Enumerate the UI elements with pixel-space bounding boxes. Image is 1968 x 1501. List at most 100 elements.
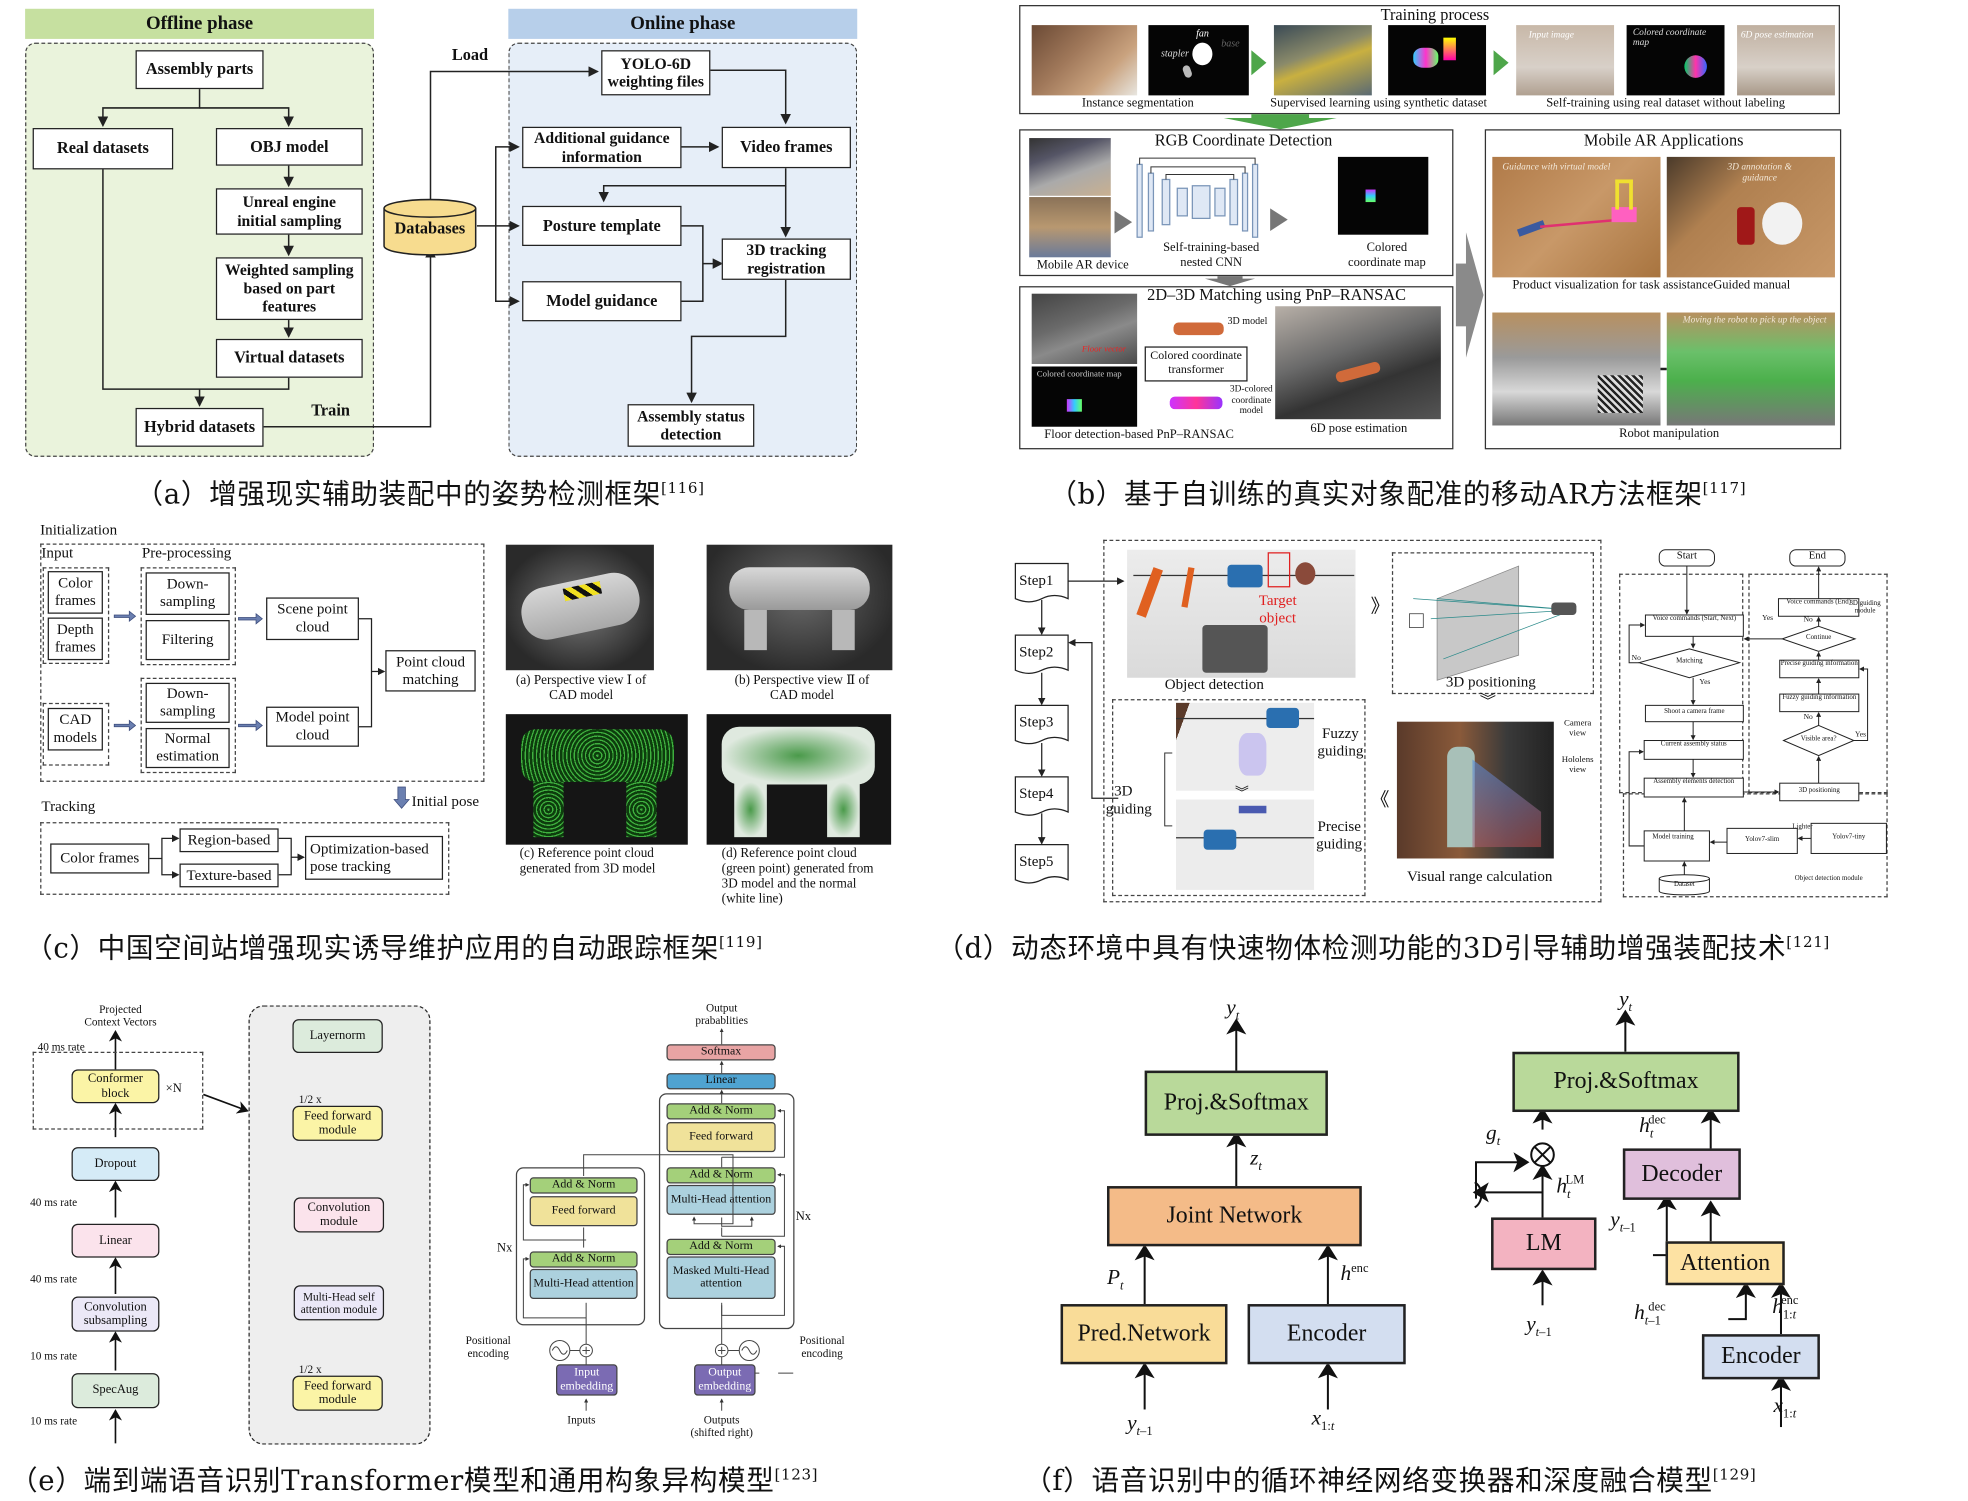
box-specaug: SpecAug: [71, 1373, 160, 1409]
box-normal-estimation: Normal estimation: [145, 727, 230, 769]
label-projected-context: Projected Context Vectors: [84, 1002, 157, 1029]
image-point-cloud: [505, 714, 688, 845]
database-icon: [383, 198, 477, 256]
math-yt-minus-1-dec: yt–1: [1610, 1207, 1636, 1236]
label-3d-model: 3D model: [1227, 315, 1268, 327]
box-dropout: Dropout: [71, 1147, 160, 1182]
box-dec-add-norm-3: Add & Norm: [666, 1103, 776, 1120]
math-x1t-fusion: x1:t: [1773, 1393, 1797, 1422]
label-tracking: Tracking: [41, 796, 96, 815]
training-process-title: Training process: [1380, 5, 1490, 24]
math-x1t-rnnt: x1:t: [1311, 1405, 1335, 1434]
caption-c-text: （c）中国空间站增强现实诱导维护应用的自动跟踪框架: [25, 933, 719, 966]
node-model-guidance: Model guidance: [522, 281, 682, 322]
box-rnnt-encoder: Encoder: [1247, 1304, 1406, 1365]
edge-label-load: Load: [451, 45, 489, 65]
training-process-box: [1019, 5, 1840, 115]
node-assembly-status: Assembly status detection: [627, 404, 755, 447]
online-phase-header: Online phase: [508, 8, 858, 39]
green-down-arrow-icon: [1223, 114, 1337, 130]
math-htdec: htdec: [1639, 1113, 1666, 1142]
caption-c: （c）中国空间站增强现实诱导维护应用的自动跟踪框架[119]: [25, 926, 763, 966]
caption-a-text: （a）增强现实辅助装配中的姿势检测框架: [135, 479, 661, 511]
label-floor-detection: Floor detection-based PnP–RANSAC: [1044, 427, 1234, 442]
databases-cylinder: Databases: [383, 198, 477, 256]
label-input: Input: [41, 543, 74, 562]
box-model-point-cloud: Model point cloud: [266, 706, 359, 747]
encoder-stack: [515, 1167, 646, 1326]
box-feed-forward-top: Feed forward module: [292, 1105, 383, 1141]
flow-no-3: No: [1803, 714, 1813, 722]
orange-3d-model: [1173, 322, 1224, 336]
colored-coordinate-transformer: Colored coordinate transformer: [1144, 346, 1248, 382]
photo-colored-map-real: Colored coordinate map: [1626, 25, 1725, 96]
label-nx-decoder: Nx: [795, 1209, 812, 1224]
pnp-ransac-box: [1019, 286, 1454, 450]
label-camera-view: Camera view: [1563, 717, 1592, 739]
gray-down-arrow-icon: [1204, 276, 1256, 287]
step-1[interactable]: Step1: [1019, 571, 1054, 589]
caption-c-ref: [119]: [718, 933, 763, 951]
flow-matching: Matching: [1676, 657, 1703, 666]
step-4[interactable]: Step4: [1019, 784, 1054, 803]
image-point-cloud-normals: [706, 714, 892, 845]
label-pos-encoding-left: Positional encoding: [465, 1334, 511, 1360]
image-cad-view-1: [505, 544, 654, 671]
box-color-frames: Color frames: [47, 571, 103, 614]
math-yt-minus-1-rnnt: yt–1: [1127, 1410, 1153, 1439]
math-yt-minus-1-lm: yt–1: [1526, 1311, 1552, 1340]
flow-guiding-module: 3D guiding module: [1849, 599, 1881, 616]
box-linear: Linear: [71, 1223, 160, 1258]
photo-synthetic: [1273, 25, 1372, 96]
overlay-stapler: stapler: [1160, 47, 1189, 59]
label-nx-encoder: Nx: [497, 1241, 513, 1256]
photo-product-visualization: Guidance with virtual model: [1492, 156, 1661, 278]
overlay-6d-pose: 6D pose estimation: [1740, 28, 1814, 41]
label-visual-range: Visual range calculation: [1406, 867, 1553, 885]
box-scene-point-cloud: Scene point cloud: [266, 597, 359, 641]
box-down-sampling-1: Down-sampling: [145, 572, 230, 615]
flow-yolov7-slim: Yolov7-slim: [1745, 835, 1780, 844]
node-hybrid-datasets: Hybrid datasets: [135, 407, 264, 447]
node-weighted-sampling: Weighted sampling based on part features: [215, 257, 363, 321]
preprocessing-group-2: [140, 677, 236, 774]
flow-start: Start: [1676, 548, 1697, 562]
photo-6d-pose-estimation: [1275, 306, 1441, 420]
overlay-floor-vector: Floor vector: [1081, 343, 1127, 354]
target-highlight: [1267, 552, 1291, 588]
caption-a: （a）增强现实辅助装配中的姿势检测框架[116]: [136, 472, 705, 512]
label-hololens-view: Hololens view: [1561, 754, 1594, 775]
overlay-3d-annotation: 3D annotation & guidance: [1727, 160, 1792, 184]
box-softmax: Softmax: [666, 1044, 776, 1061]
photo-instance-desk: [1031, 25, 1138, 96]
flow-current-status: Current assembly status: [1660, 740, 1727, 749]
step-2[interactable]: Step2: [1019, 642, 1054, 661]
box-decoder: Decoder: [1622, 1148, 1741, 1200]
green-arrow-icon: [1493, 50, 1509, 76]
step-3[interactable]: Step3: [1019, 712, 1054, 731]
photo-fuzzy-guiding: [1176, 702, 1315, 791]
label-half-x-bottom: 1/2 x: [298, 1363, 322, 1376]
flow-yolov7-tiny: Yolov7-tiny: [1832, 833, 1866, 841]
label-outputs: Outputs (shifted right): [690, 1413, 753, 1439]
flow-continue: Continue: [1805, 633, 1832, 642]
label-target-object: Target object: [1258, 591, 1297, 627]
photo-robot-real: [1492, 312, 1661, 426]
box-mhsa: Multi-Head self attention module: [293, 1285, 385, 1321]
step-5[interactable]: Step5: [1019, 852, 1054, 870]
caption-e: （e）端到端语音识别Transformer模型和通用构象异构模型[123]: [10, 1458, 818, 1498]
photo-robot-virtual: Moving the robot to pick up the object: [1666, 312, 1835, 426]
label-mobile-ar-device: Mobile AR device: [1036, 258, 1129, 273]
caption-f-text: （f）语音识别中的循环神经网络变换器和深度融合模型: [1024, 1465, 1713, 1498]
flow-model-training: Model training: [1652, 833, 1694, 841]
process-region: [1103, 539, 1602, 903]
caption-d: （d）动态环境中具有快速物体检测功能的3D引导辅助增强装配技术[121]: [936, 926, 1830, 966]
box-transformer-linear: Linear: [666, 1073, 776, 1090]
tracking-region: [40, 822, 450, 895]
label-rate-input: 10 ms rate: [30, 1414, 78, 1428]
flow-left-region: [1619, 573, 1744, 794]
label-initialization: Initialization: [40, 520, 118, 539]
rgb-detection-title: RGB Coordinate Detection: [1154, 130, 1333, 150]
math-yt-rnnt: yt: [1226, 995, 1240, 1024]
math-gt: gt: [1486, 1120, 1501, 1149]
